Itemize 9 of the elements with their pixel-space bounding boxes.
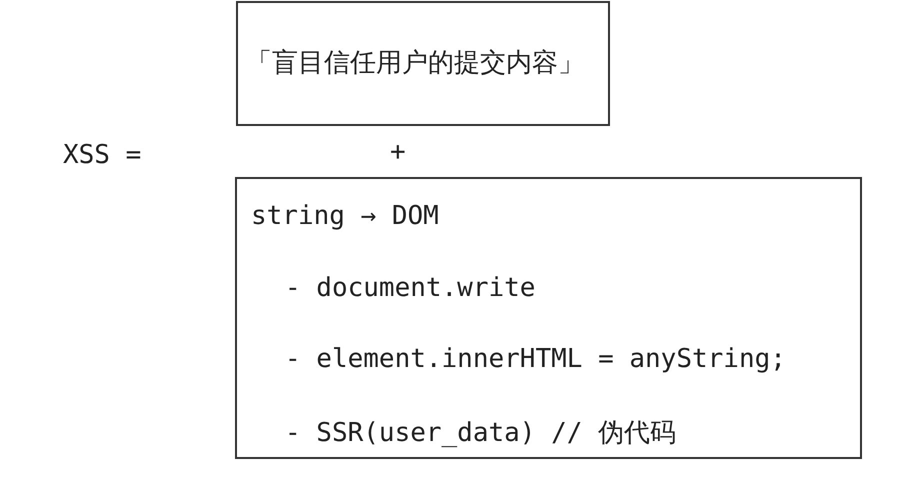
heading-text: 「盲目信任用户的提交内容」 bbox=[246, 47, 584, 80]
text-box bbox=[236, 1, 610, 126]
heading-text: string → DOM bbox=[251, 201, 439, 231]
code-line: - SSR(user_data) // 伪代码 bbox=[285, 417, 676, 450]
code-line: - document.write bbox=[285, 273, 536, 303]
equation-label: XSS = bbox=[63, 140, 142, 170]
text-box bbox=[235, 177, 862, 459]
code-line: - element.innerHTML = anyString; bbox=[285, 344, 786, 374]
plus-sign: + bbox=[390, 137, 406, 167]
